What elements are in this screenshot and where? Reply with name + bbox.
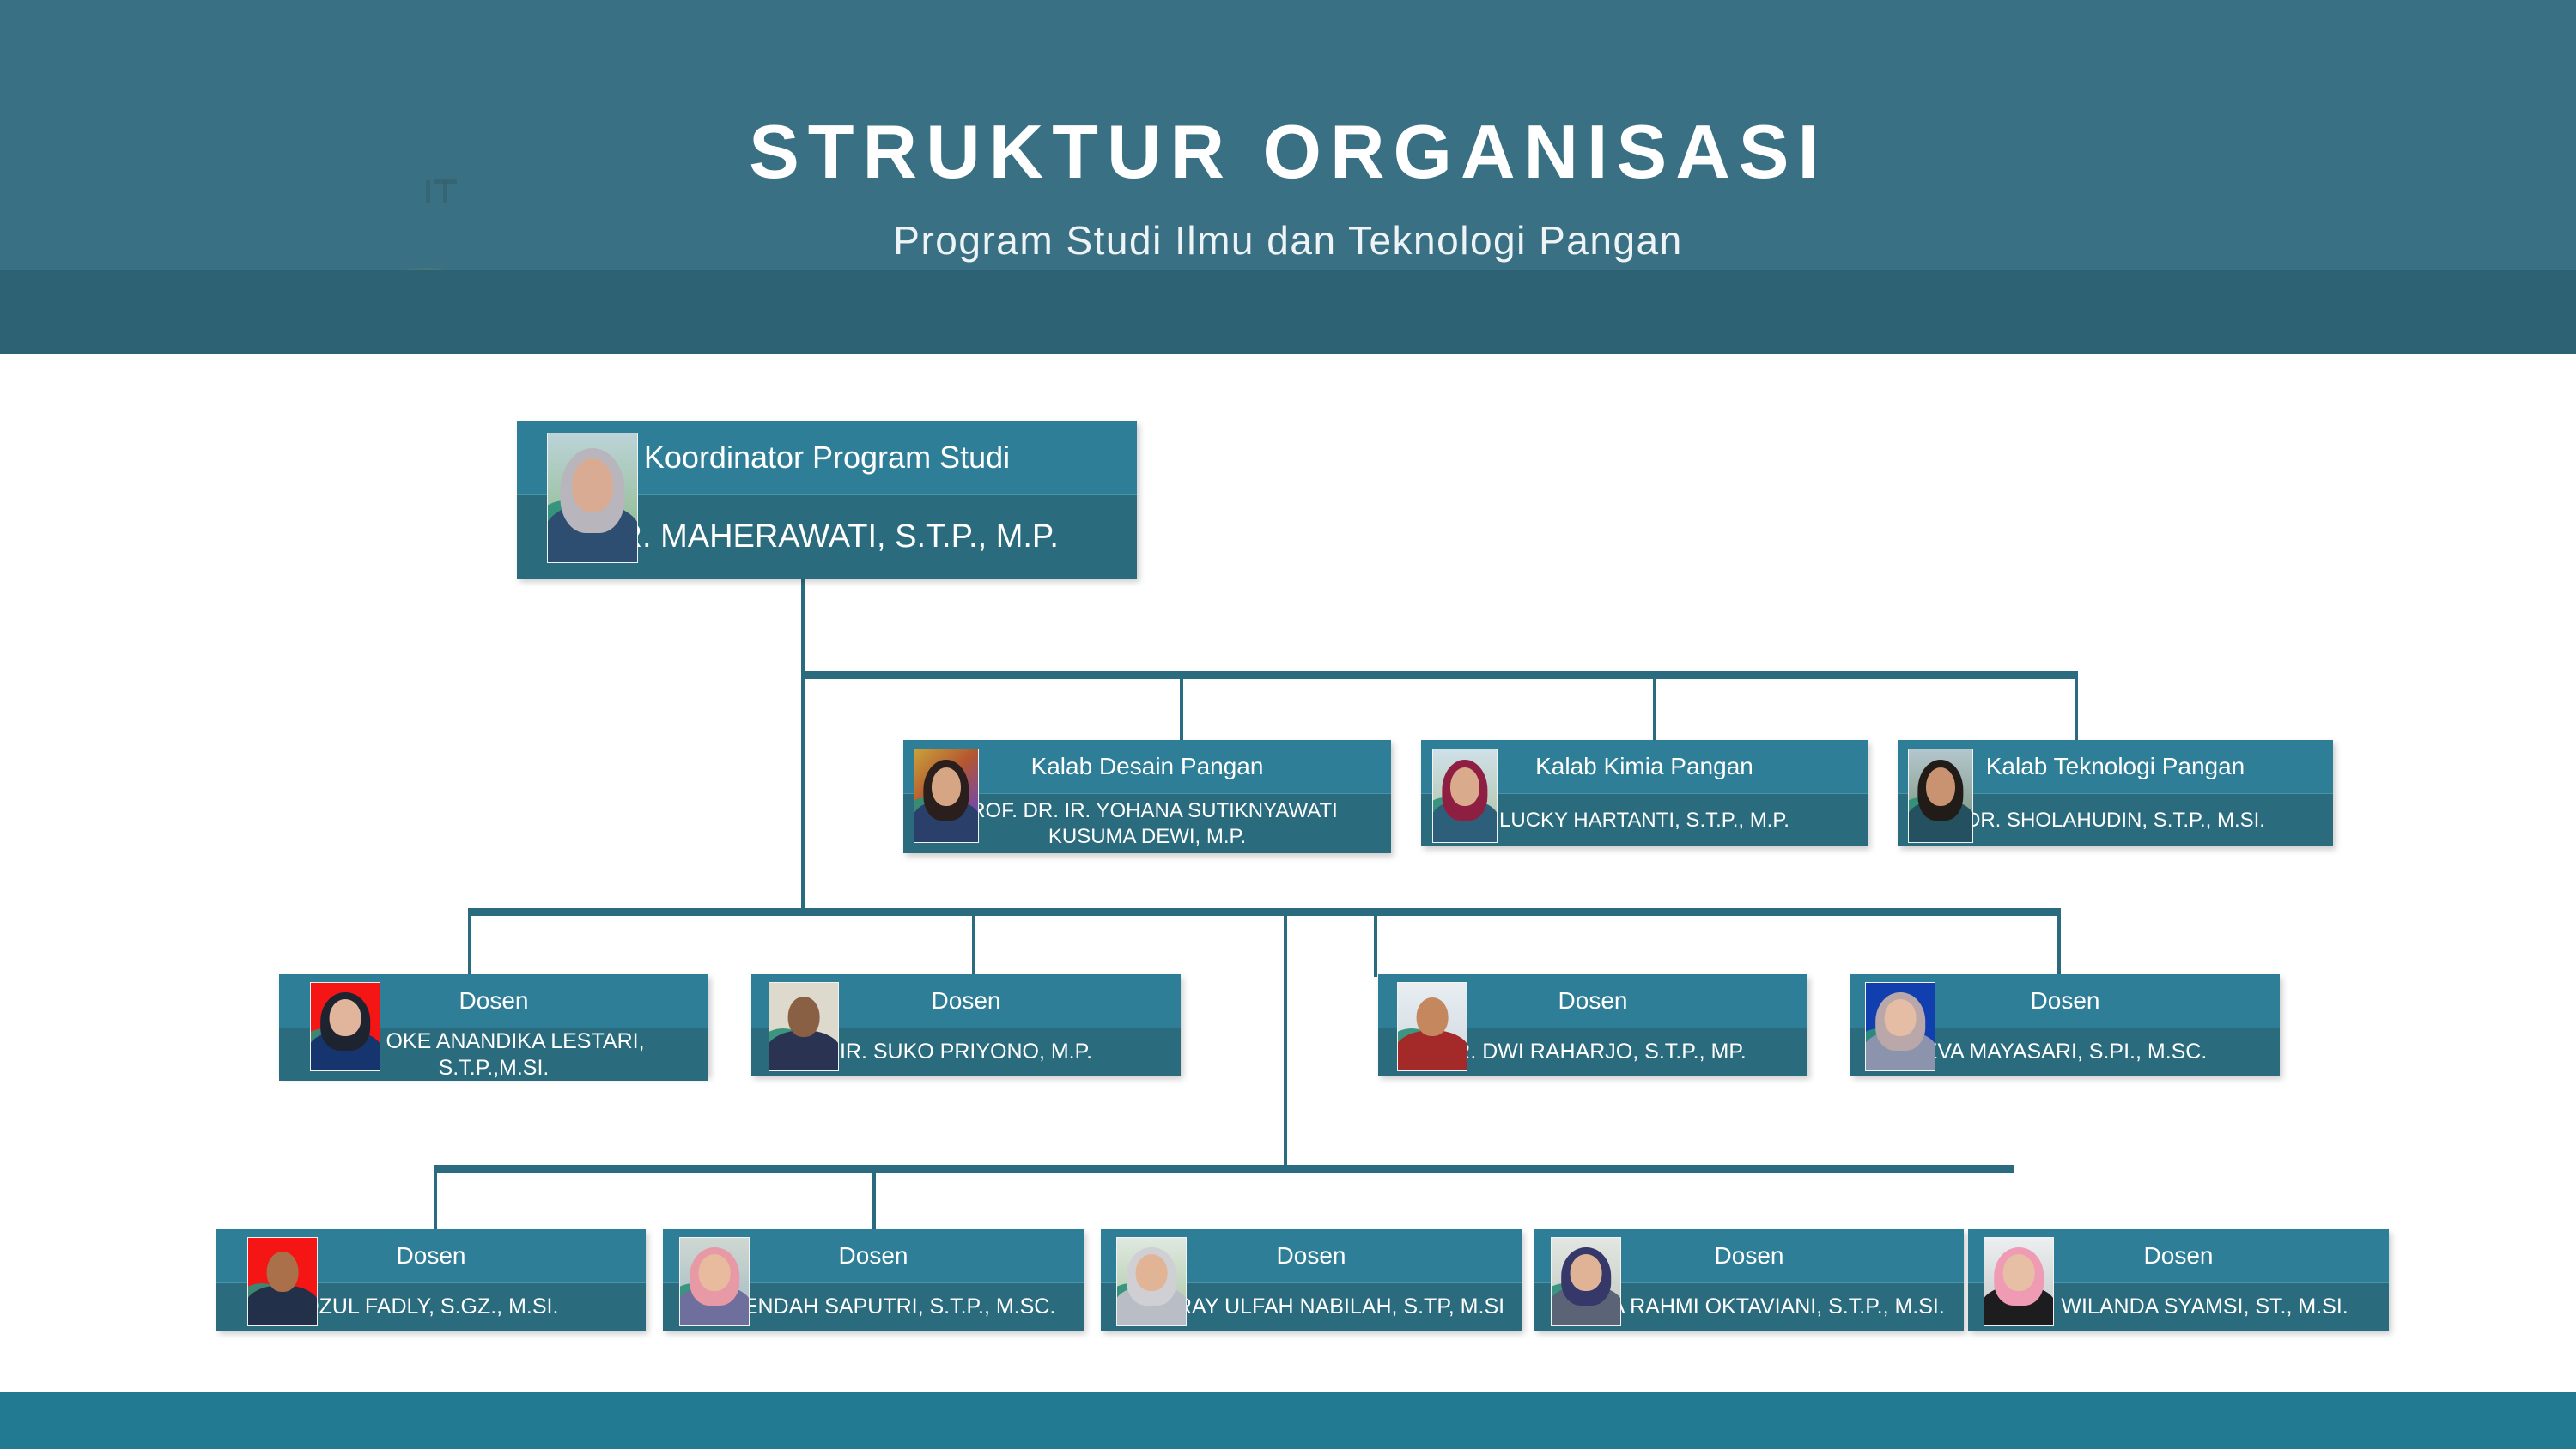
- avatar-dosen-dwi-raharjo: [1397, 982, 1467, 1071]
- hill-structure-icon: [426, 180, 430, 203]
- connector-drop-dosen-1: [468, 912, 471, 977]
- node-role-label: Dosen: [931, 987, 1001, 1014]
- avatar-dosen-dzul-fadly: [247, 1237, 318, 1326]
- connector-drop-kalab-kimia: [1653, 675, 1656, 742]
- node-role-label: Koordinator Program Studi: [643, 440, 1011, 475]
- node-role-label: Kalab Teknologi Pangan: [1985, 753, 2245, 779]
- node-role-label: Dosen: [459, 987, 529, 1014]
- node-role-label: Dosen: [2030, 987, 2100, 1014]
- page-subtitle: Program Studi Ilmu dan Teknologi Pangan: [893, 218, 1683, 263]
- node-person-name: DR. DWI RAHARJO, S.T.P., MP.: [1439, 1040, 1747, 1064]
- node-role-label: Dosen: [1276, 1242, 1346, 1269]
- node-kalab-desain-pangan[interactable]: Kalab Desain Pangan PROF. DR. IR. YOHANA…: [903, 740, 1391, 853]
- connector-drop-kalab-teknologi: [2075, 675, 2078, 742]
- connector-drop-dosen-5: [434, 1168, 437, 1232]
- node-name-band: PROF. DR. IR. YOHANA SUTIKNYAWATI KUSUMA…: [903, 793, 1391, 853]
- hill-structure-icon: [434, 179, 457, 184]
- avatar-dosen-sulha-rahmi-oktaviani: [1551, 1237, 1621, 1326]
- avatar-kalab-kimia-pangan: [1432, 749, 1498, 843]
- node-person-name: IR. SUKO PRIYONO, M.P.: [839, 1040, 1093, 1064]
- avatar-dosen-nur-endah-saputri: [679, 1237, 750, 1326]
- avatar-kalab-desain-pangan: [914, 749, 979, 843]
- node-role-band: Kalab Desain Pangan: [903, 740, 1391, 793]
- avatar-coordinator: [547, 433, 638, 563]
- node-dosen-uray-ulfah-nabilah[interactable]: Dosen DR. URAY ULFAH NABILAH, S.TP, M.SI: [1101, 1229, 1522, 1331]
- header-accent-band: [0, 270, 2576, 354]
- connector-drop-dosen-4: [2057, 912, 2061, 977]
- node-role-label: Dosen: [838, 1242, 908, 1269]
- connector-spine-level3: [1284, 912, 1287, 1167]
- avatar-kalab-teknologi-pangan: [1908, 749, 1973, 843]
- connector-level2-bus: [468, 908, 2061, 916]
- node-role-label: Dosen: [1558, 987, 1628, 1014]
- avatar-dosen-wisi-wilanda-syamsi: [1984, 1237, 2054, 1326]
- connector-drop-dosen-6: [872, 1168, 876, 1232]
- node-person-name: DR. SHOLAHUDIN, S.T.P., M.SI.: [1965, 808, 2265, 832]
- node-person-name: PROF. DR. IR. YOHANA SUTIKNYAWATI KUSUMA…: [950, 798, 1345, 849]
- hill-structure-icon: [443, 180, 447, 203]
- node-role-label: Kalab Kimia Pangan: [1535, 753, 1753, 779]
- connector-spine-level2: [801, 675, 805, 912]
- node-person-name-line2: KUSUMA DEWI, M.P.: [1048, 824, 1247, 848]
- page-title: STRUKTUR ORGANISASI: [749, 109, 1827, 194]
- connector-drop-dosen-3: [1374, 912, 1377, 977]
- node-person-name: EVA MAYASARI, S.PI., M.SC.: [1923, 1040, 2208, 1064]
- node-person-name: DR. OKE ANANDIKA LESTARI, S.T.P.,M.SI.: [343, 1029, 645, 1080]
- node-person-name: WISI WILANDA SYAMSI, ST., M.SI.: [2008, 1294, 2348, 1319]
- node-person-name: DZUL FADLY, S.GZ., M.SI.: [303, 1294, 559, 1319]
- avatar-dosen-uray-ulfah-nabilah: [1116, 1237, 1187, 1326]
- node-role-label: Kalab Desain Pangan: [1030, 753, 1264, 779]
- connector-level1-bus: [801, 671, 2078, 679]
- avatar-dosen-oke-anandika-lestari: [310, 982, 380, 1071]
- node-person-name: NUR ENDAH SAPUTRI, S.T.P., M.SC.: [690, 1294, 1056, 1319]
- connector-level3-bus: [434, 1165, 2014, 1173]
- avatar-dosen-suko-priyono: [769, 982, 839, 1071]
- node-role-label: Dosen: [1714, 1242, 1784, 1269]
- node-person-name: DR. MAHERAWATI, S.T.P., M.P.: [595, 518, 1059, 555]
- connector-drop-kalab-desain: [1180, 675, 1183, 742]
- page-header: STRUKTUR ORGANISASI Program Studi Ilmu d…: [0, 0, 2576, 354]
- node-role-label: Dosen: [396, 1242, 466, 1269]
- connector-drop-dosen-2: [972, 912, 975, 977]
- node-role-label: Dosen: [2143, 1242, 2214, 1269]
- avatar-dosen-eva-mayasari: [1865, 982, 1935, 1071]
- page-footer: [0, 1392, 2576, 1449]
- node-person-name-line1: PROF. DR. IR. YOHANA SUTIKNYAWATI: [957, 799, 1338, 823]
- node-person-name: LUCKY HARTANTI, S.T.P., M.P.: [1499, 808, 1789, 832]
- connector-coordinator-stem: [801, 579, 805, 673]
